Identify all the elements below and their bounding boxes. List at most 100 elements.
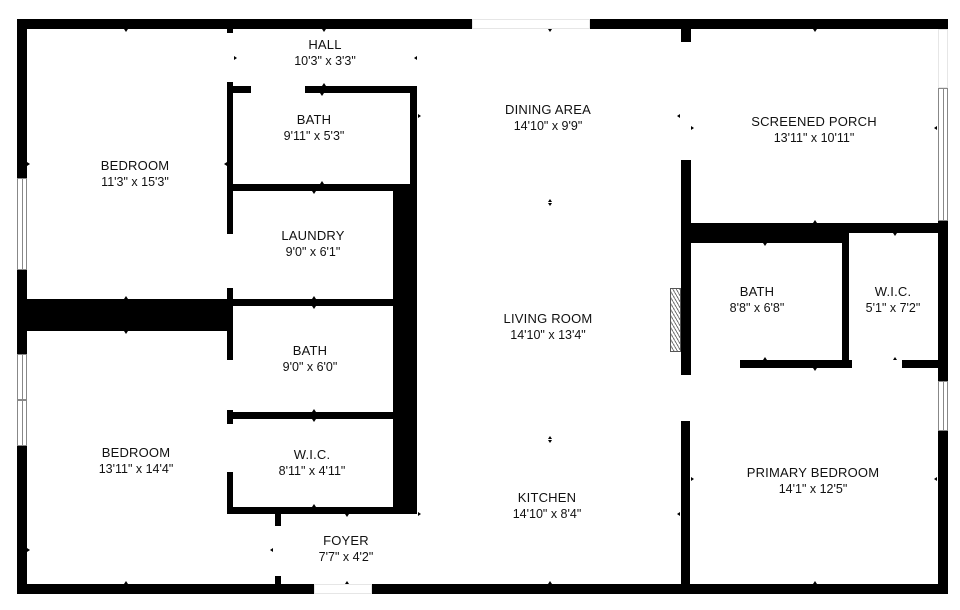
room-name: FOYER <box>323 533 369 548</box>
room-name: DINING AREA <box>505 102 591 117</box>
column-wall-low2 <box>227 472 233 514</box>
dim-marker <box>813 581 817 584</box>
dim-marker <box>813 368 817 371</box>
dim-marker <box>320 181 324 184</box>
window-left-2 <box>17 354 27 400</box>
dim-marker <box>813 29 817 32</box>
dim-marker <box>548 581 552 584</box>
exterior-wall-left <box>17 19 27 594</box>
room-dims: 5'1" x 7'2" <box>865 301 921 315</box>
window-left-1 <box>17 178 27 270</box>
foyer-wall-bottom <box>275 576 281 586</box>
dim-marker <box>124 29 128 32</box>
room-name: BATH <box>292 343 328 358</box>
top-opening <box>472 19 590 29</box>
dim-marker <box>224 162 227 166</box>
room-label-bedroom-2: BEDROOM 13'11" x 14'4" <box>99 444 174 478</box>
dim-marker <box>763 243 767 246</box>
column-wall-upper <box>227 82 233 234</box>
dim-marker <box>677 512 680 516</box>
room-label-wic-1: W.I.C. 8'11" x 4'11" <box>279 446 346 480</box>
primary-left-wall <box>681 421 690 586</box>
dim-marker <box>548 440 552 443</box>
room-label-hall: HALL 10'3" x 3'3" <box>294 36 356 70</box>
room-label-foyer: FOYER 7'7" x 4'2" <box>319 532 374 566</box>
dim-marker <box>312 409 316 412</box>
room-dims: 14'1" x 12'5" <box>778 482 848 496</box>
dim-marker <box>312 419 316 422</box>
dim-marker <box>345 514 349 517</box>
room-label-bath-3: BATH 8'8" x 6'8" <box>730 283 785 317</box>
dim-marker <box>270 548 273 552</box>
foyer-wall-top <box>275 514 281 526</box>
column-wall-mid <box>227 288 233 360</box>
dim-marker <box>548 29 552 32</box>
room-label-bath-2: BATH 9'0" x 6'0" <box>283 342 338 376</box>
room-label-kitchen: KITCHEN 14'10" x 8'4" <box>513 489 582 523</box>
room-dims: 8'11" x 4'11" <box>278 464 346 478</box>
bath1-right-wall <box>410 86 417 191</box>
room-name: BEDROOM <box>101 445 171 460</box>
room-dims: 9'0" x 6'0" <box>282 360 338 374</box>
room-dims: 13'11" x 14'4" <box>98 462 174 476</box>
exterior-wall-bottom-right <box>372 584 948 594</box>
dim-marker <box>322 29 326 32</box>
room-dims: 14'10" x 9'9" <box>513 119 583 133</box>
bath3-bottom-wall-mid <box>740 360 852 368</box>
porch-left-stub <box>681 29 691 42</box>
dim-marker <box>677 114 680 118</box>
exterior-wall-top-right <box>590 19 948 29</box>
exterior-wall-right <box>938 19 948 594</box>
dim-marker <box>691 477 694 481</box>
dim-marker <box>234 56 237 60</box>
dim-marker <box>27 548 30 552</box>
window-right-primary <box>938 381 948 431</box>
room-dims: 14'10" x 13'4" <box>510 328 586 342</box>
room-dims: 13'11" x 10'11" <box>773 131 855 145</box>
dim-marker <box>548 436 552 439</box>
room-name: SCREENED PORCH <box>751 114 877 129</box>
room-dims: 8'8" x 6'8" <box>729 301 785 315</box>
dim-marker <box>893 233 897 236</box>
dim-marker <box>345 581 349 584</box>
dim-marker <box>763 357 767 360</box>
dim-marker <box>320 93 324 96</box>
dim-marker <box>934 126 937 130</box>
porch-left-wall <box>681 160 691 375</box>
dim-marker <box>124 581 128 584</box>
dim-marker <box>312 191 316 194</box>
dim-marker <box>414 56 417 60</box>
bath2-bottom-wall <box>227 412 397 419</box>
bedroom-divider-wall <box>27 299 232 331</box>
room-dims: 11'3" x 15'3" <box>101 175 169 189</box>
room-dims: 10'3" x 3'3" <box>294 54 356 68</box>
bath3-wic2-divider <box>842 223 849 368</box>
room-label-dining-area: DINING AREA 14'10" x 9'9" <box>505 101 591 135</box>
dim-marker <box>27 162 30 166</box>
room-name: LAUNDRY <box>281 228 345 243</box>
porch-opening-right <box>938 29 948 88</box>
room-label-primary-bedroom: PRIMARY BEDROOM 14'1" x 12'5" <box>747 464 880 498</box>
room-label-living-room: LIVING ROOM 14'10" x 13'4" <box>504 310 593 344</box>
room-name: PRIMARY BEDROOM <box>746 465 880 480</box>
bath3-top-thick <box>681 223 847 243</box>
room-name: KITCHEN <box>517 490 577 505</box>
dim-marker <box>418 114 421 118</box>
room-name: BATH <box>296 112 332 127</box>
wic1-bottom-wall <box>227 507 417 514</box>
fireplace-hatch <box>670 288 681 352</box>
dim-marker <box>691 126 694 130</box>
dim-marker <box>893 357 897 360</box>
dim-marker <box>124 296 128 299</box>
bath1-top-wall-right <box>305 86 417 93</box>
dim-marker <box>813 220 817 223</box>
room-label-laundry: LAUNDRY 9'0" x 6'1" <box>281 227 344 261</box>
room-name: LIVING ROOM <box>503 311 593 326</box>
laundry-bottom-wall <box>227 299 397 306</box>
room-name: BEDROOM <box>100 158 170 173</box>
dim-marker <box>548 199 552 202</box>
dim-marker <box>312 504 316 507</box>
hall-left-stub <box>227 29 233 33</box>
bath3-bottom-wall-left <box>681 360 689 368</box>
